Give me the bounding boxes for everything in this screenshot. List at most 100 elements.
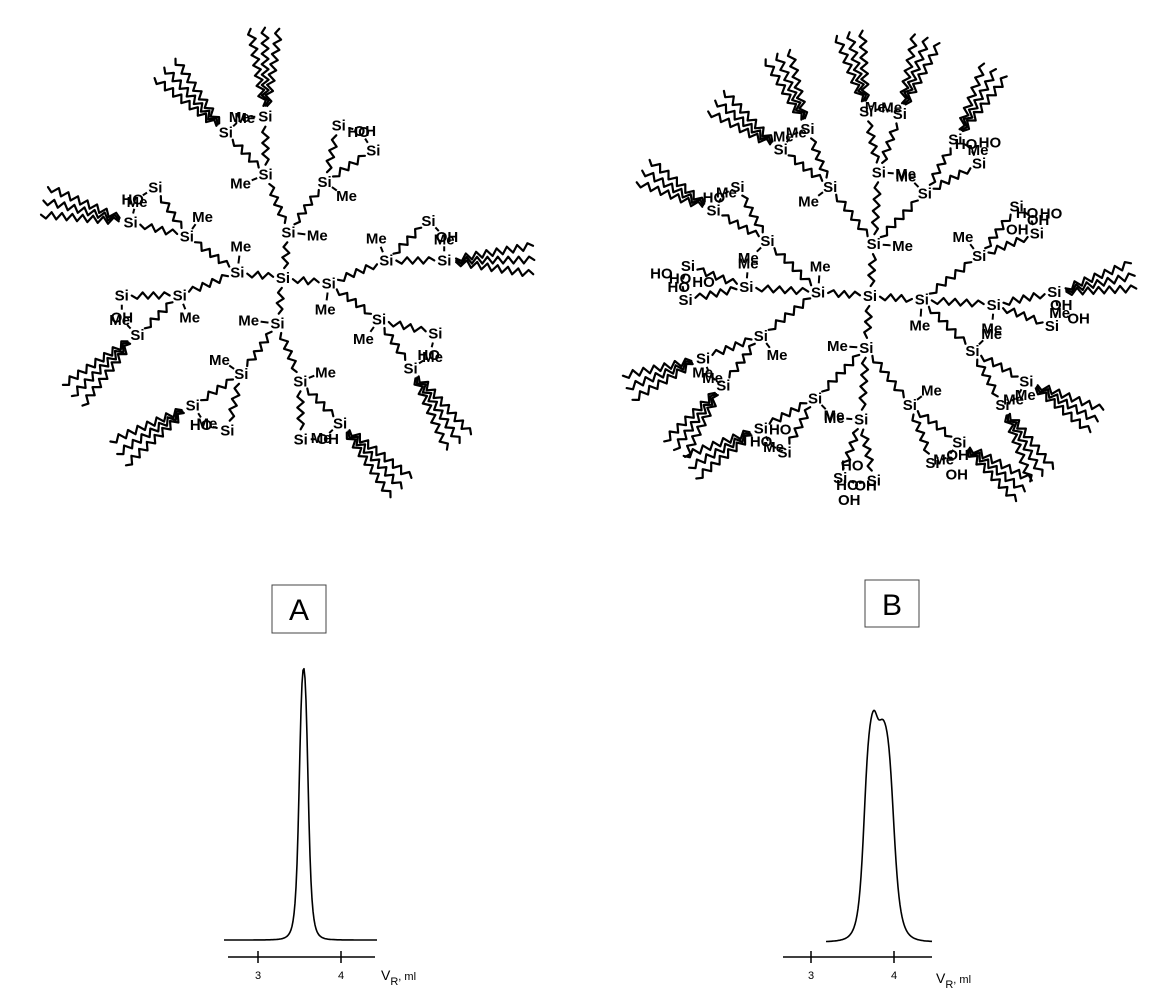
hydroxyl-group: HO bbox=[121, 192, 144, 209]
si-me-bond bbox=[846, 417, 853, 421]
long-alkyl-tail bbox=[967, 448, 1026, 493]
long-alkyl-tail bbox=[707, 110, 772, 146]
hydroxyl-group: OH bbox=[946, 447, 969, 464]
methyl-group: Me bbox=[1049, 305, 1070, 322]
spacer-chain bbox=[331, 154, 366, 178]
si-me-bond bbox=[949, 449, 955, 455]
hydroxyl-group: HO bbox=[692, 274, 715, 291]
hydroxyl-group: OH bbox=[854, 478, 877, 495]
hydroxyl-group: OH bbox=[1067, 310, 1090, 327]
methyl-group: Me bbox=[798, 193, 819, 210]
si-me-bond bbox=[251, 177, 258, 182]
hydroxyl-group: OH bbox=[838, 492, 861, 509]
long-alkyl-tail bbox=[688, 432, 752, 470]
si-me-bond bbox=[875, 107, 882, 111]
spacer-chain bbox=[1002, 292, 1046, 306]
spacer-chain bbox=[306, 387, 335, 418]
terminal-si-atom: Si bbox=[707, 203, 721, 220]
chromatogram-b: 3 4 VR, ml bbox=[783, 709, 971, 990]
spacer-chain bbox=[193, 241, 231, 268]
long-alkyl-tail bbox=[648, 158, 706, 205]
methyl-group: Me bbox=[952, 229, 973, 246]
terminal-si-atom: Si bbox=[186, 398, 200, 415]
methyl-group: Me bbox=[230, 176, 251, 193]
panel-a-label: A bbox=[289, 594, 309, 627]
methyl-group: Me bbox=[865, 99, 886, 116]
hydroxyl-group: OH bbox=[1050, 297, 1073, 314]
terminal-si-atom: Si bbox=[867, 472, 881, 489]
long-alkyl-tail bbox=[904, 42, 941, 106]
spacer-chain bbox=[928, 261, 973, 295]
methyl-group: Me bbox=[422, 349, 443, 366]
si-me-bond bbox=[197, 412, 202, 418]
spacer-chain bbox=[878, 293, 913, 303]
si-me-bond bbox=[297, 232, 306, 236]
spacer-chain bbox=[696, 267, 738, 285]
spacer-chain bbox=[1002, 307, 1044, 325]
terminal-si-atom: Si bbox=[952, 435, 966, 452]
branch-si-atom: Si bbox=[372, 312, 386, 329]
long-alkyl-tail bbox=[625, 360, 693, 391]
terminal-si-atom: Si bbox=[948, 132, 962, 149]
spacer-chain bbox=[755, 284, 810, 296]
methyl-group: Me bbox=[1015, 387, 1036, 404]
si-me-bond bbox=[764, 435, 769, 442]
spacer-chain bbox=[694, 286, 738, 300]
long-alkyl-tail bbox=[247, 27, 267, 107]
terminal-si-atom: Si bbox=[1019, 373, 1033, 390]
long-alkyl-tail bbox=[834, 34, 865, 103]
hydroxyl-group: HO bbox=[669, 270, 692, 287]
chromatogram-a: 3 4 VR, ml bbox=[224, 667, 416, 988]
spacer-chain bbox=[821, 353, 861, 393]
si-me-bond bbox=[765, 342, 771, 349]
si-oh-bond bbox=[1030, 220, 1035, 226]
long-alkyl-tail bbox=[899, 33, 918, 105]
long-alkyl-tail bbox=[961, 75, 1008, 133]
methyl-group: Me bbox=[366, 230, 387, 247]
terminal-si-atom: Si bbox=[716, 377, 730, 394]
chromatogram-b-axis-label: VR, ml bbox=[936, 970, 971, 990]
methyl-group: Me bbox=[315, 301, 336, 318]
hydroxyl-group: HO bbox=[955, 136, 978, 153]
si-me-bond bbox=[969, 243, 975, 250]
long-alkyl-tail bbox=[260, 26, 270, 107]
si-me-bond bbox=[916, 395, 923, 401]
spacer-chain bbox=[741, 194, 764, 234]
si-oh-bond bbox=[771, 444, 777, 449]
long-alkyl-tail bbox=[682, 429, 751, 459]
spacer-chain bbox=[383, 326, 407, 361]
terminal-si-atom: Si bbox=[148, 180, 162, 197]
long-alkyl-tail bbox=[1065, 272, 1136, 294]
long-alkyl-tail bbox=[714, 99, 773, 144]
si-me-bond bbox=[978, 339, 984, 346]
branch-si-atom: Si bbox=[872, 164, 886, 181]
long-alkyl-tail bbox=[39, 211, 120, 225]
si-me-bond bbox=[885, 108, 891, 112]
spacer-chain bbox=[325, 134, 338, 174]
methyl-group: Me bbox=[824, 410, 845, 427]
methyl-group: Me bbox=[810, 258, 831, 275]
terminal-si-atom: Si bbox=[696, 351, 710, 368]
si-me-bond bbox=[817, 275, 821, 284]
terminal-si-atom: Si bbox=[774, 141, 788, 158]
spacer-chain bbox=[866, 120, 880, 164]
spacer-chain bbox=[916, 410, 953, 438]
long-alkyl-tail bbox=[958, 62, 986, 131]
si-me-bond bbox=[328, 428, 334, 434]
long-alkyl-tail bbox=[1008, 412, 1055, 470]
methyl-group: Me bbox=[109, 312, 130, 329]
terminal-si-atom: Si bbox=[220, 422, 234, 439]
branch-si-atom: Si bbox=[173, 287, 187, 304]
long-alkyl-tail bbox=[786, 48, 809, 120]
long-alkyl-tail bbox=[1004, 414, 1033, 483]
terminal-si-atom: Si bbox=[681, 258, 695, 275]
spacer-chain bbox=[200, 378, 235, 402]
si-me-bond bbox=[1018, 388, 1023, 395]
terminal-si-atom: Si bbox=[404, 360, 418, 377]
spacer-chain bbox=[228, 382, 241, 422]
hydroxyl-group: OH bbox=[945, 467, 968, 484]
hydroxyl-group: HO bbox=[836, 477, 859, 494]
hydroxyl-group: HO bbox=[190, 417, 213, 434]
long-alkyl-tail bbox=[846, 31, 868, 102]
